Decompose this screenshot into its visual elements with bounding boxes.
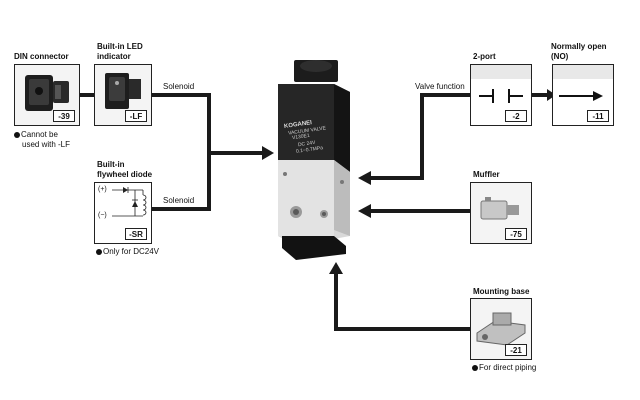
bullet-dot [96,248,102,255]
led-indicator-image [105,73,141,109]
din-connector-note-text: Cannot be [21,130,58,139]
normally-open-title-1: Normally open [551,42,607,51]
mounting-line-vertical [334,272,338,331]
muffler-code: -75 [505,228,527,240]
din-connector-code: -39 [53,110,75,122]
arrow-mounting [329,262,343,274]
two-port-title: 2-port [473,52,496,61]
two-port-symbol [471,65,531,103]
diode-plus-label: (+) [98,186,107,193]
led-indicator-code: -LF [125,110,147,122]
mounting-base-note: For direct piping [472,363,536,373]
muffler-image [480,197,519,220]
connector-line-din-led [80,93,94,97]
mounting-base-image [476,312,526,346]
normally-open-title-2: (NO) [551,52,569,61]
normally-open-symbol [553,65,613,101]
valve-function-label: Valve function [415,82,465,91]
diode-minus-label: (−) [98,212,107,219]
mounting-base-box: -21 [470,298,532,360]
mounting-line-horizontal [334,327,470,331]
mounting-base-code: -21 [505,344,527,356]
din-connector-note-2: used with -LF [22,140,71,149]
flywheel-diode-note-text: Only for DC24V [103,247,160,256]
arrow-valve-function [358,171,371,185]
din-connector-note: Cannot be [14,130,58,140]
arrow-two-port-to-no [547,89,556,101]
muffler-title: Muffler [473,170,500,179]
mounting-base-title: Mounting base [473,287,530,296]
solenoid-label-top: Solenoid [163,82,195,91]
two-port-code: -2 [505,110,527,122]
two-port-box: -2 [470,64,532,126]
solenoid-line-to-valve [207,151,263,155]
bullet-dot [14,131,20,138]
flywheel-diode-note: Only for DC24V [96,247,159,257]
solenoid-label-bottom: Solenoid [163,196,195,205]
normally-open-box: -11 [552,64,614,126]
normally-open-code: -11 [587,110,609,122]
valve-function-line-vertical [420,93,424,180]
two-port-to-no-line [532,93,552,97]
muffler-line [370,209,470,213]
valve-function-line-horizontal [420,93,470,97]
muffler-box: -75 [470,182,532,244]
solenoid-line-bottom-horizontal [151,207,211,211]
bullet-dot [472,364,478,371]
arrow-to-valve-left [262,146,274,160]
led-indicator-title-2: indicator [97,52,131,61]
led-indicator-title-1: Built-in LED [97,42,143,51]
mounting-base-note-text: For direct piping [479,363,537,372]
flywheel-diode-title-1: Built-in [97,160,125,169]
led-indicator-box: -LF [94,64,152,126]
flywheel-diode-circuit [112,187,147,217]
flywheel-diode-box: (+) (−) -SR [94,182,152,244]
solenoid-line-top-horizontal [151,93,211,97]
flywheel-diode-code: -SR [125,228,147,240]
arrow-muffler [358,204,371,218]
valve-function-line-to-valve [370,176,424,180]
din-connector-box: -39 [14,64,80,126]
din-connector-title: DIN connector [14,52,69,61]
flywheel-diode-title-2: flywheel diode [97,170,153,179]
din-connector-image [25,75,69,111]
